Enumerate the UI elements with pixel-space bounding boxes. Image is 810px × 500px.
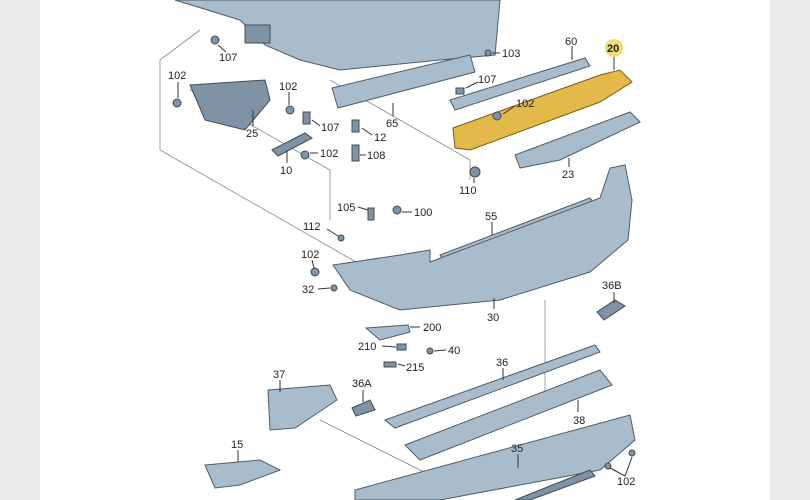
part-36a-bracket[interactable] [351,399,376,417]
callout-103[interactable]: 103 [502,48,520,60]
callout-110[interactable]: 110 [459,185,477,197]
screw-102-icon[interactable] [628,449,636,457]
callout-30[interactable]: 30 [487,312,499,324]
callout-36a[interactable]: 36A [352,378,372,390]
clip-32-icon[interactable] [330,284,338,292]
part-20-bumper-beam[interactable] [452,69,633,151]
callout-36[interactable]: 36 [496,357,508,369]
callout-215[interactable]: 215 [406,362,424,374]
callout-40[interactable]: 40 [448,345,460,357]
screw-100-icon[interactable] [392,205,402,215]
part-25-bracket[interactable] [189,79,271,131]
nut-103-icon[interactable] [484,49,492,57]
part-36-guide-profile[interactable] [383,344,601,429]
callout-highlight [605,39,623,57]
callout-12[interactable]: 12 [374,132,386,144]
callout-102[interactable]: 102 [617,476,635,488]
clip-105-icon[interactable] [367,207,375,221]
callout-102[interactable]: 102 [168,70,186,82]
screw-102-icon[interactable] [604,462,612,470]
part-30-bumper-cover[interactable] [332,164,633,311]
body-panel-opening [244,24,271,44]
clip-112-icon[interactable] [337,234,345,242]
part-15-reflector-bracket[interactable] [204,459,282,489]
callout-107[interactable]: 107 [321,122,339,134]
callout-108[interactable]: 108 [367,150,385,162]
screw-102-icon[interactable] [285,105,295,115]
callout-102[interactable]: 102 [516,98,534,110]
part-210-icon[interactable] [396,343,407,351]
bolt-108-icon[interactable] [351,144,360,162]
callout-100[interactable]: 100 [414,207,432,219]
part-38-diffuser-carrier[interactable] [404,369,613,461]
callout-210[interactable]: 210 [358,341,376,353]
callout-102[interactable]: 102 [279,81,297,93]
callout-200[interactable]: 200 [423,322,441,334]
leader-lines [177,44,633,477]
callout-labels: 107 103 60 20 102 107 102 102 25 107 65 … [168,36,635,488]
callout-112[interactable]: 112 [303,221,321,233]
screw-102-icon[interactable] [300,150,310,160]
callout-35[interactable]: 35 [511,443,523,455]
nut-12-icon[interactable] [351,119,360,133]
callout-107[interactable]: 107 [478,74,496,86]
part-37-bracket[interactable] [267,384,338,431]
clip-107-icon[interactable] [302,111,311,125]
callout-10[interactable]: 10 [280,165,292,177]
fasteners [172,35,636,470]
clip-107-icon[interactable] [455,87,465,95]
screw-102-icon[interactable] [492,111,502,121]
callout-20[interactable]: 20 [607,43,619,55]
part-36b-bracket[interactable] [596,299,626,321]
callout-102[interactable]: 102 [301,249,319,261]
callout-65[interactable]: 65 [386,118,398,130]
callout-102[interactable]: 102 [320,148,338,160]
part-10-bracket[interactable] [271,132,313,157]
callout-25[interactable]: 25 [246,128,258,140]
part-60-strip[interactable] [449,57,591,111]
bolt-110-icon[interactable] [469,166,481,178]
callout-60[interactable]: 60 [565,36,577,48]
part-215-icon[interactable] [383,361,397,368]
part-65-lock-carrier[interactable] [331,54,476,109]
callout-36b[interactable]: 36B [602,280,622,292]
screw-102-icon[interactable] [172,98,182,108]
clip-107-icon[interactable] [210,35,220,45]
part-35-trim[interactable] [514,469,596,500]
part-40-icon[interactable] [426,347,434,355]
part-35-diffuser[interactable] [354,414,636,500]
callout-32[interactable]: 32 [302,284,314,296]
callout-107[interactable]: 107 [219,52,237,64]
callout-15[interactable]: 15 [231,439,243,451]
callout-37[interactable]: 37 [273,369,285,381]
screw-102-icon[interactable] [310,267,320,277]
callout-55[interactable]: 55 [485,211,497,223]
callout-105[interactable]: 105 [337,202,355,214]
callout-23[interactable]: 23 [562,169,574,181]
part-23-energy-absorber[interactable] [514,111,641,169]
callout-38[interactable]: 38 [573,415,585,427]
part-200-cover[interactable] [364,324,411,341]
